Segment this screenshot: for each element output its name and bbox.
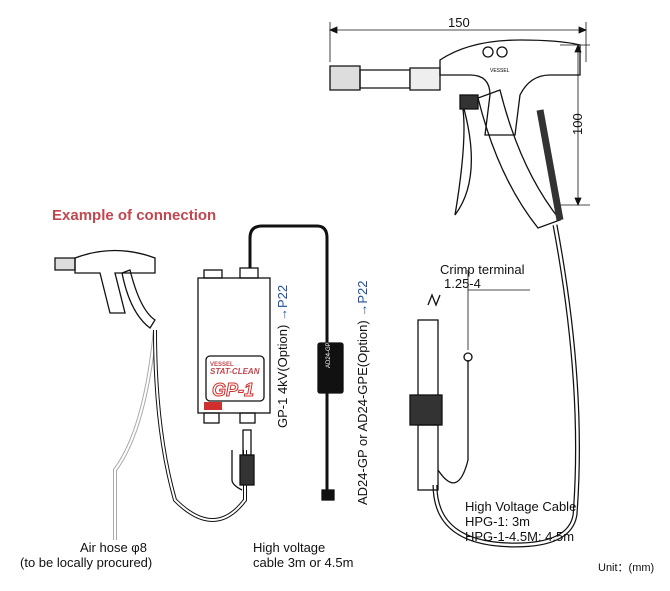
hv-cable-45: HPG-1-4.5M: 4.5m <box>465 529 575 544</box>
hv-cable-label-1: High voltage <box>253 540 326 555</box>
dimension-width: 150 <box>448 15 470 30</box>
hv-cable-3m: HPG-1: 3m <box>465 514 531 529</box>
dimension-150 <box>328 22 588 62</box>
air-hose <box>113 329 157 540</box>
ad24-label: AD24-GP or AD24-GPE(Option) →P22 <box>355 280 370 506</box>
gp1-power-supply <box>197 267 271 424</box>
air-hose-note: (to be locally procured) <box>20 555 153 570</box>
air-hose-label: Air hose φ8 <box>80 540 147 555</box>
crimp-size-label: 1.25-4 <box>444 276 481 291</box>
svg-text:VESSEL: VESSEL <box>210 362 234 368</box>
air-gun-large <box>329 39 581 229</box>
svg-text:VESSEL: VESSEL <box>490 68 510 74</box>
page-title: Example of connection <box>52 207 217 224</box>
hv-cable-title: High Voltage Cable <box>465 499 577 514</box>
crimp-terminal-label: Crimp terminal <box>440 262 525 277</box>
air-gun-small <box>54 249 156 329</box>
svg-text:GP-1: GP-1 <box>212 380 254 400</box>
gp1-label: GP-1 4kV(Option) →P22 <box>275 284 290 428</box>
svg-text:STAT-CLEAN: STAT-CLEAN <box>210 367 260 376</box>
hv-cable-label-2: cable 3m or 4.5m <box>253 555 354 570</box>
dimension-height: 100 <box>570 113 585 135</box>
hv-plug-small <box>231 429 255 491</box>
ad24-gp-adapter <box>317 342 344 394</box>
adapter-cable <box>248 224 329 493</box>
hv-plug <box>409 270 473 491</box>
unit-label: Unit：(mm) <box>598 562 655 574</box>
ad24-box-label: AD24-GP <box>326 342 332 368</box>
